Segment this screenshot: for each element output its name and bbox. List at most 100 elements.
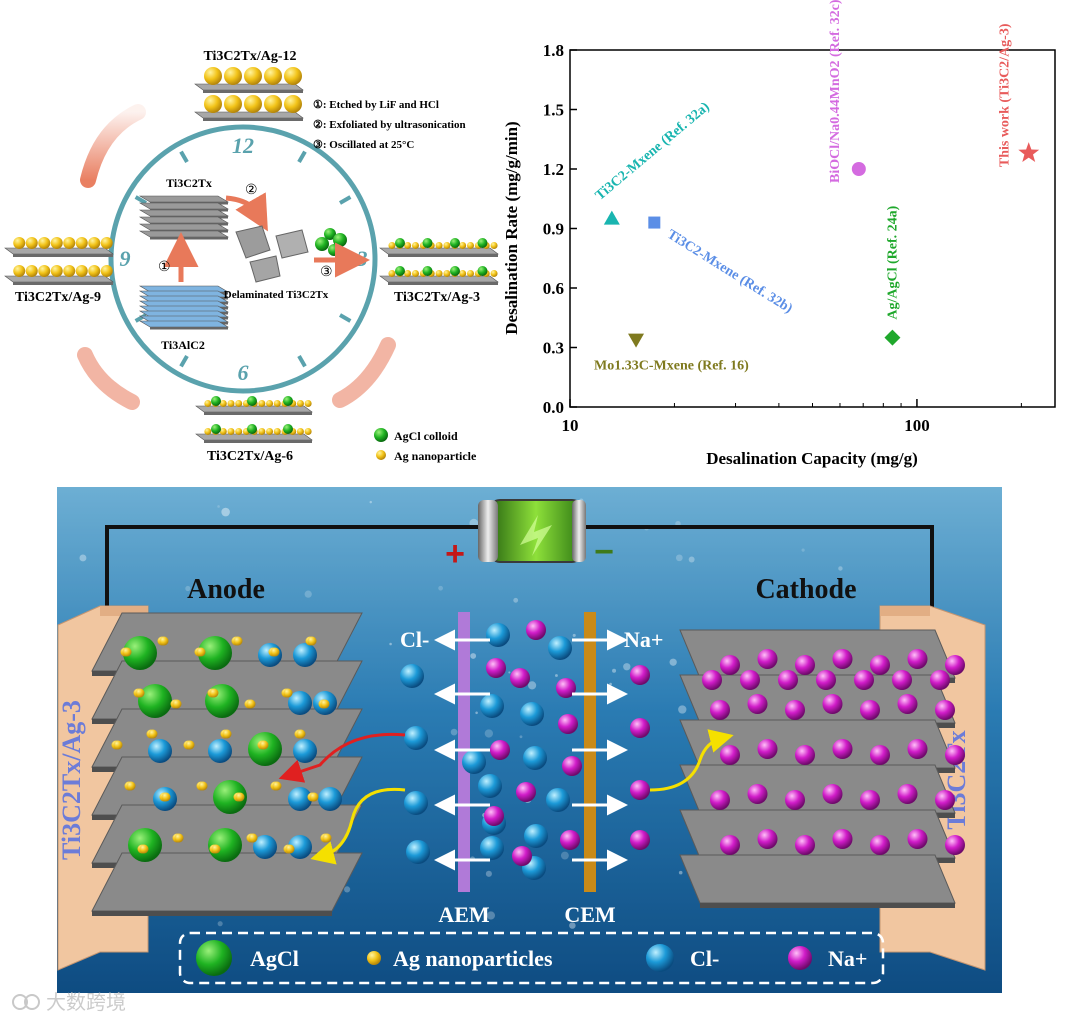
ag-nanoparticle xyxy=(159,636,169,646)
sample-ag12-label: Ti3C2Tx/Ag-12 xyxy=(203,49,296,64)
ag-nanoparticle xyxy=(161,792,171,802)
water-bubble xyxy=(560,851,569,860)
water-bubble xyxy=(688,556,695,563)
water-bubble xyxy=(450,728,458,736)
sample-sheet-edge xyxy=(203,90,303,93)
sample-sheet xyxy=(194,111,304,119)
ag-particle xyxy=(204,95,222,113)
ag-particle xyxy=(258,428,266,435)
chloride-ion xyxy=(462,750,486,774)
water-bubble xyxy=(484,729,494,738)
legend-ag-nanoparticle-label: Ag nanoparticle xyxy=(394,449,477,463)
sodium-ion xyxy=(710,700,730,720)
y-tick-label: 0.0 xyxy=(543,398,564,417)
agcl-particle xyxy=(422,238,433,248)
agcl-particle xyxy=(247,424,257,434)
water-bubble xyxy=(217,505,220,508)
ag-particle xyxy=(235,400,243,407)
water-bubble xyxy=(678,705,687,714)
ag-particle xyxy=(244,95,262,113)
ag-particle xyxy=(227,428,235,435)
ag-particle xyxy=(459,242,467,249)
cathode-label: Cathode xyxy=(755,574,856,605)
ag-nanoparticle xyxy=(196,647,206,657)
sodium-ion xyxy=(822,694,843,714)
sodium-ion xyxy=(930,670,950,690)
water-bubble xyxy=(838,566,843,571)
clock-tick xyxy=(297,150,307,164)
sodium-ion xyxy=(795,835,815,855)
cell-legend-box xyxy=(178,931,885,985)
sodium-ion xyxy=(816,670,836,690)
sodium-ion xyxy=(892,670,912,690)
chart-point-label: BiOCl/Na0.44MnO2 (Ref. 32c) xyxy=(828,0,843,183)
sodium-ion xyxy=(778,670,798,690)
water-bubble xyxy=(486,911,496,920)
sodium-ion xyxy=(484,806,504,826)
chloride-ion xyxy=(400,664,424,688)
desalination-cell-panel: + − Ti3C2Tx/Ag-3 Ti3C2Tx Anode Cathode A… xyxy=(57,487,1002,993)
water-bubble xyxy=(678,870,683,875)
sample-sheet-edge xyxy=(203,118,303,121)
ag-particle xyxy=(404,242,412,249)
sodium-ion xyxy=(832,829,853,849)
ag-particle xyxy=(100,265,113,277)
ag-particle xyxy=(388,242,396,249)
sodium-ion xyxy=(630,780,650,800)
stack-layer-edge xyxy=(150,327,228,330)
water-bubble xyxy=(513,597,519,603)
ag-particle xyxy=(204,428,212,435)
sodium-ion xyxy=(630,830,650,850)
ag-particle xyxy=(235,428,243,435)
ag-particle xyxy=(204,400,212,407)
electrolyte-ions xyxy=(400,620,650,880)
aem-label: AEM xyxy=(438,902,490,927)
chloride-ion xyxy=(480,836,504,860)
ag-particle xyxy=(304,400,312,407)
cl-to-ag-arrow xyxy=(310,787,406,865)
agcl-particle xyxy=(283,396,293,406)
water-bubble xyxy=(389,642,392,646)
chart-point-label: This work (Ti3C2/Ag-3) xyxy=(998,23,1013,167)
ag-nanoparticle xyxy=(285,844,295,854)
legend-agcl-colloid-label: AgCl colloid xyxy=(394,429,458,443)
electrode-sheet xyxy=(679,854,956,904)
sodium-ion xyxy=(785,700,805,720)
agcl-particle xyxy=(422,266,433,276)
ag-particle xyxy=(412,242,419,249)
sodium-ion xyxy=(945,655,965,675)
ag-particle xyxy=(258,400,266,407)
sodium-ion xyxy=(556,678,576,698)
ag-particle xyxy=(50,265,63,277)
ag-particle xyxy=(13,237,26,249)
ag-nanoparticle xyxy=(233,636,243,646)
negative-terminal: − xyxy=(594,533,614,571)
chart-point-label: Ag/AgCl (Ref. 24a) xyxy=(885,205,900,319)
sample-sheet xyxy=(194,83,304,91)
water-bubble xyxy=(475,711,478,715)
agcl-particle xyxy=(211,424,221,434)
ag-particle xyxy=(388,270,396,277)
ag-particle xyxy=(490,242,498,249)
sample-ag9-stack xyxy=(4,237,114,285)
legend-na-label: Na+ xyxy=(828,946,867,971)
sodium-ion xyxy=(720,745,740,765)
sodium-ion xyxy=(907,649,928,669)
ag-particle xyxy=(404,270,412,277)
sodium-ion xyxy=(558,714,578,734)
chloride-ion xyxy=(480,694,504,718)
ag-particle xyxy=(459,270,467,277)
ag-nanoparticle xyxy=(126,781,136,791)
clock-tick xyxy=(179,150,189,164)
ag-particle xyxy=(266,428,274,435)
agcl-particle xyxy=(477,266,488,276)
cem-label: CEM xyxy=(564,902,616,927)
sample-ag3-label: Ti3C2Tx/Ag-3 xyxy=(394,290,480,305)
ag-nanoparticle xyxy=(113,740,123,750)
ag-nanoparticle xyxy=(185,740,195,750)
agcl-sphere xyxy=(138,684,172,718)
ag-particle xyxy=(296,400,304,407)
sodium-ion xyxy=(710,790,730,810)
ag-nanoparticle xyxy=(198,781,208,791)
sodium-ion xyxy=(945,745,965,765)
